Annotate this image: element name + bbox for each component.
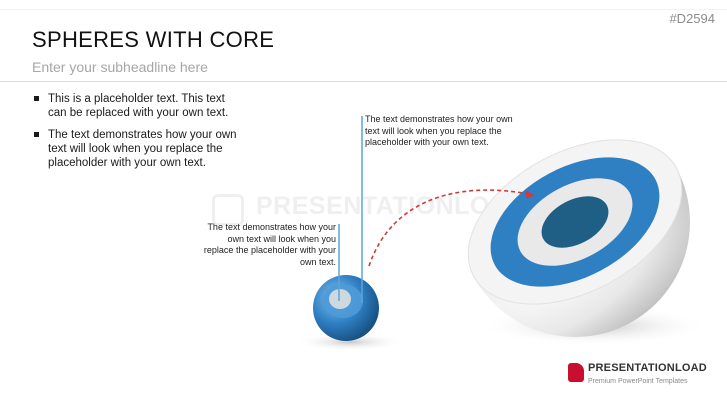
bullet-item-1[interactable]: This is a placeholder text. This text ca… <box>32 92 242 120</box>
big-half-sphere <box>467 139 690 337</box>
logo-name: PRESENTATIONLOAD <box>588 362 707 374</box>
top-divider <box>0 0 727 10</box>
slide-title[interactable]: SPHERES WITH CORE <box>32 27 275 52</box>
brand-logo: PRESENTATIONLOAD Premium PowerPoint Temp… <box>568 360 718 392</box>
small-sphere-shadow <box>295 333 405 351</box>
arrow-head-icon <box>525 190 534 199</box>
slide-subtitle[interactable]: Enter your subheadline here <box>32 59 208 75</box>
logo-tagline: Premium PowerPoint Templates <box>588 378 688 385</box>
bullet-list[interactable]: This is a placeholder text. This text ca… <box>32 92 242 178</box>
callout-top[interactable]: The text demonstrates how your own text … <box>365 114 513 147</box>
slide-code: #D2594 <box>669 11 715 26</box>
small-sphere <box>313 275 379 341</box>
presentationload-watermark-icon <box>212 194 244 226</box>
dashed-arrow <box>368 189 535 267</box>
bullet-item-2[interactable]: The text demonstrates how your own text … <box>32 128 242 170</box>
callout-left[interactable]: The text demonstrates how your own text … <box>203 222 336 267</box>
header-divider <box>0 81 727 82</box>
presentationload-logo-icon <box>568 363 584 382</box>
